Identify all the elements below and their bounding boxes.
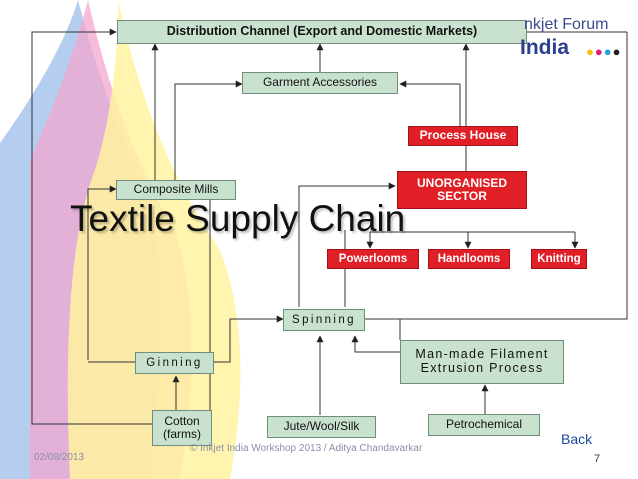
petrochemical-box: Petrochemical [428,414,540,436]
ink-drops-icon: ●●●● [586,44,622,59]
manmade-filament-box: Man-made Filament Extrusion Process [400,340,564,384]
garment-accessories-box: Garment Accessories [242,72,398,94]
inkjet-forum-india-logo: nkjet Forum India ●●●● [520,14,638,62]
back-link[interactable]: Back [561,431,593,447]
slide-title: Textile Supply Chain [70,198,406,239]
manmade-to-spinning-connector [351,335,400,353]
footer-credit: © Inkjet India Workshop 2013 / Aditya Ch… [190,443,423,454]
knitting-box: Knitting [531,249,587,269]
ginning-to-spinning-connector [214,315,284,363]
handlooms-box: Handlooms [428,249,510,269]
distribution-channel-box: Distribution Channel (Export and Domesti… [117,20,527,44]
unorganised-left-connector [298,182,396,307]
left-to-composite-connector [87,185,117,360]
right-loop-connector [365,32,628,320]
jute-wool-silk-box: Jute/Wool/Silk [267,416,376,438]
spinning-to-manmade-connector [365,318,401,340]
logo-text-line2: India [520,36,570,59]
unorganised-sector-box: UNORGANISED SECTOR [397,171,527,209]
outer-left-connector [31,28,152,425]
footer-date: 02/08/2013 [34,452,85,463]
spinning-box: Spinning [283,309,365,331]
cotton-farms-box: Cotton (farms) [152,410,212,446]
logo-text-line1: nkjet Forum [524,16,609,33]
page-number: 7 [594,453,601,465]
process-house-box: Process House [408,126,518,146]
powerlooms-box: Powerlooms [327,249,419,269]
ginning-box: Ginning [135,352,214,374]
composite-mills-box: Composite Mills [116,180,236,200]
garment-accessories-loop-connector [174,80,243,190]
